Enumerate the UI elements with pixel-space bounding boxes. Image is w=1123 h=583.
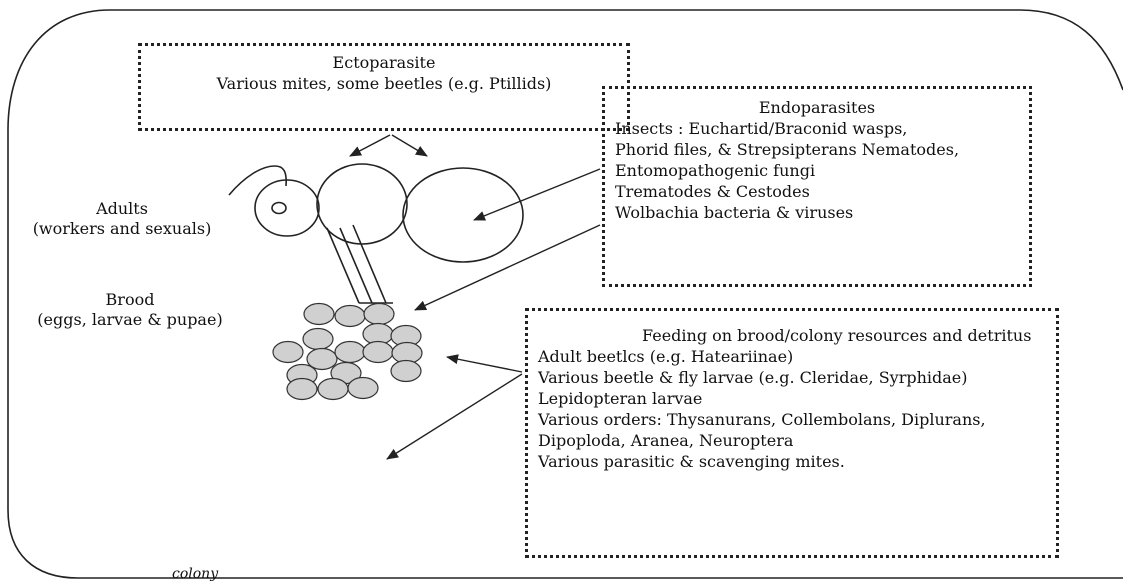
ectoparasite-title: Ectoparasite [332,53,436,72]
ant-drawing [228,163,524,304]
brood-eggs [272,302,423,401]
brood-label-line2: (eggs, larvae & pupae) [37,310,223,329]
brood-label: Brood (eggs, larvae & pupae) [30,290,230,330]
colony-boundary [7,9,1123,579]
ant-antenna [228,165,287,196]
ant-eye [271,201,287,215]
feeding-line: Dipoploda, Aranea, Neuroptera [538,431,794,450]
brood-egg [363,302,395,326]
ant-legs [326,224,393,304]
brood-egg [272,340,304,364]
arrow-endo-brood [414,224,601,311]
feeding-line: Lepidopteran larvae [538,389,703,408]
adults-label-line1: Adults [96,199,148,218]
brood-egg [362,340,394,364]
arrows [349,134,601,460]
endoparasites-line: Entomopathogenic fungi [615,161,816,180]
brood-egg [347,376,379,400]
brood-egg [317,377,349,401]
brood-egg [334,304,366,328]
endoparasites-line: Insects : Euchartid/Braconid wasps, [615,119,908,138]
colony-label: colony [172,566,219,582]
brood-egg [302,327,334,351]
endoparasites-title: Endoparasites [758,98,876,117]
brood-egg [390,359,422,383]
feeding-box: Feeding on brood/colony resources and de… [525,308,1059,558]
adults-label-line2: (workers and sexuals) [32,219,212,238]
arrow-feeding-colony [386,373,523,460]
feeding-title: Feeding on brood/colony resources and de… [642,326,1032,345]
brood-egg [334,340,366,364]
feeding-line: Various beetle & fly larvae (e.g. Clerid… [538,368,968,387]
ectoparasite-box: Ectoparasite Various mites, some beetles… [138,43,630,131]
feeding-line: Adult beetlcs (e.g. Hateariinae) [538,347,794,366]
endoparasites-line: Phorid files, & Strepsipterans Nematodes… [615,140,960,159]
arrow-ecto-right [391,134,428,157]
arrow-feeding-brood [446,354,523,373]
arrow-ecto-left [349,134,391,157]
adults-label: Adults (workers and sexuals) [22,199,222,239]
brood-egg [306,347,338,371]
feeding-line: Various orders: Thysanurans, Collembolan… [538,410,986,429]
endoparasites-line: Wolbachia bacteria & viruses [615,203,854,222]
arrow-endo-adult [473,168,601,221]
feeding-line: Various parasitic & scavenging mites. [538,452,845,471]
ant-abdomen [402,167,524,263]
brood-egg [303,302,335,326]
brood-egg [286,377,318,401]
ant-head [254,179,320,237]
brood-label-line1: Brood [105,290,155,309]
endoparasites-line: Trematodes & Cestodes [615,182,810,201]
ectoparasite-text: Various mites, some beetles (e.g. Ptilli… [216,74,552,93]
endoparasites-box: Endoparasites Insects : Euchartid/Bracon… [602,86,1032,287]
ant-thorax [316,163,408,245]
